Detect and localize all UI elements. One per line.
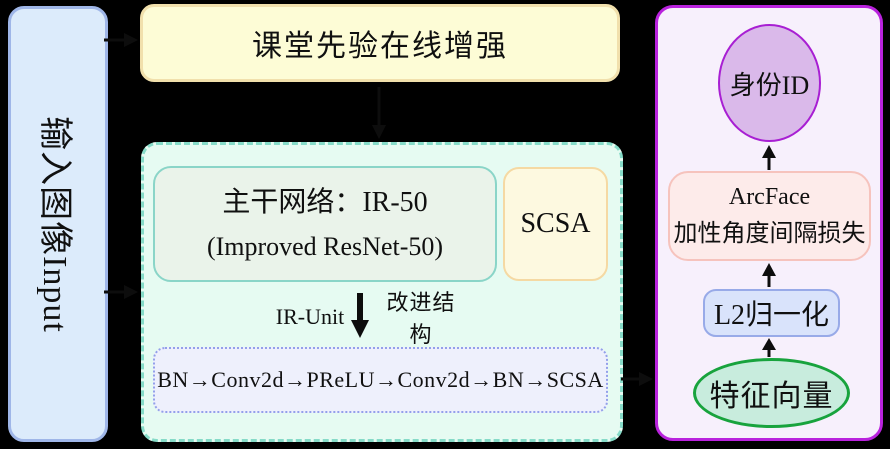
arrow-augment-to-backbone — [372, 87, 386, 139]
feature-vector-label: 特征向量 — [709, 380, 834, 413]
scsa-label: SCSA — [520, 208, 591, 239]
arcface-title: ArcFace — [728, 183, 811, 210]
input-image-node: 输入图像Input — [8, 6, 108, 442]
arrow-input-to-augment — [104, 33, 138, 47]
online-augmentation-label: 课堂先验在线增强 — [252, 30, 508, 63]
scsa-node: SCSA — [503, 167, 608, 281]
l2-normalization-node: L2归一化 — [703, 289, 840, 337]
arcface-subtitle: 加性角度间隔损失 — [673, 221, 866, 247]
l2-normalization-label: L2归一化 — [713, 300, 830, 331]
backbone-title: 主干网络：IR-50 — [222, 186, 428, 218]
ir-unit-chain-label: BN→Conv2d→PReLU→Conv2d→BN→SCSA — [157, 367, 604, 392]
input-image-label: 输入图像Input — [35, 115, 73, 333]
ir-unit-label: IR-Unit — [275, 304, 345, 329]
online-augmentation-node: 课堂先验在线增强 — [140, 4, 620, 82]
identity-id-label: 身份ID — [729, 70, 810, 100]
arrow-backbone-to-loss-panel — [621, 372, 653, 386]
ir-unit-chain-node: BN→Conv2d→PReLU→Conv2d→BN→SCSA — [153, 347, 608, 413]
backbone-subtitle: (Improved ResNet-50) — [206, 231, 444, 261]
improved-structure-label: 改进结构 — [386, 290, 456, 347]
backbone-network-node: 主干网络：IR-50 (Improved ResNet-50) — [153, 166, 497, 282]
feature-vector-node: 特征向量 — [693, 358, 850, 428]
identity-id-node: 身份ID — [718, 24, 821, 142]
arcface-loss-node: ArcFace 加性角度间隔损失 — [668, 171, 871, 261]
arrow-input-to-backbone — [104, 285, 138, 299]
